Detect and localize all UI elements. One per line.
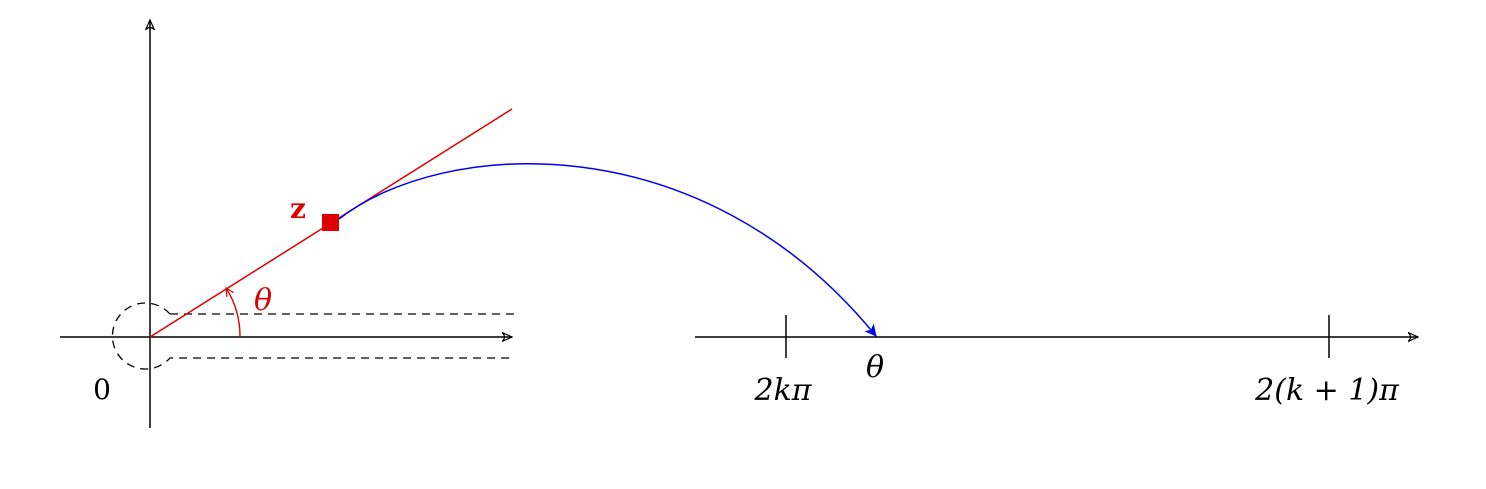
origin-label: 0 — [93, 373, 111, 406]
point-z-marker — [322, 214, 339, 231]
angle-label: θ — [254, 283, 272, 318]
point-z-label: z — [290, 192, 306, 225]
keyhole-contour — [111, 302, 514, 370]
mapped-angle-label: θ — [866, 350, 884, 385]
angle-arc — [225, 286, 241, 338]
mapping-arrow — [338, 163, 877, 337]
tick-label-2k1pi: 2(k + 1)π — [1254, 373, 1400, 408]
tick-label-2kpi: 2kπ — [754, 373, 813, 408]
